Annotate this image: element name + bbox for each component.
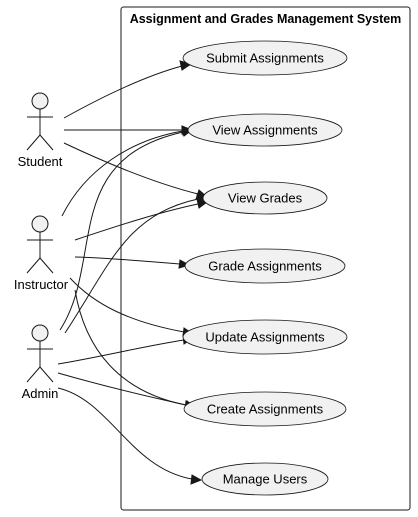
usecase-label: Grade Assignments [208,259,322,274]
association-instructor-grade [74,256,191,269]
usecase-grade-assignments: Grade Assignments [184,248,346,284]
actor-label: Student [18,154,63,169]
actor-head [31,215,49,233]
actor-head [31,92,49,110]
actor-label: Admin [22,386,59,401]
usecase-label: Submit Assignments [206,51,324,66]
usecase-update-assignments: Update Assignments [182,319,348,355]
usecase-label: Create Assignments [207,402,324,417]
usecase-label: Update Assignments [205,330,325,345]
usecase-view-assignments: View Assignments [187,113,343,147]
actor-head [31,324,49,342]
actors: Student Instructor Admin [14,92,69,401]
actor-label: Instructor [14,277,69,292]
actor-student: Student [18,92,63,169]
usecase-create-assignments: Create Assignments [183,391,347,427]
usecase-view-grades: View Grades [202,181,328,215]
usecase-label: View Grades [228,191,303,206]
actor-admin: Admin [22,324,59,401]
usecase-label: View Assignments [212,123,318,138]
usecase-submit-assignments: Submit Assignments [182,40,348,76]
actor-instructor: Instructor [14,215,69,292]
usecase-manage-users: Manage Users [201,462,329,496]
usecase-label: Manage Users [223,472,308,487]
association-admin-manage [57,387,203,485]
system-title: Assignment and Grades Management System [130,12,402,26]
usecases: Submit Assignments View Assignments View… [182,40,348,496]
